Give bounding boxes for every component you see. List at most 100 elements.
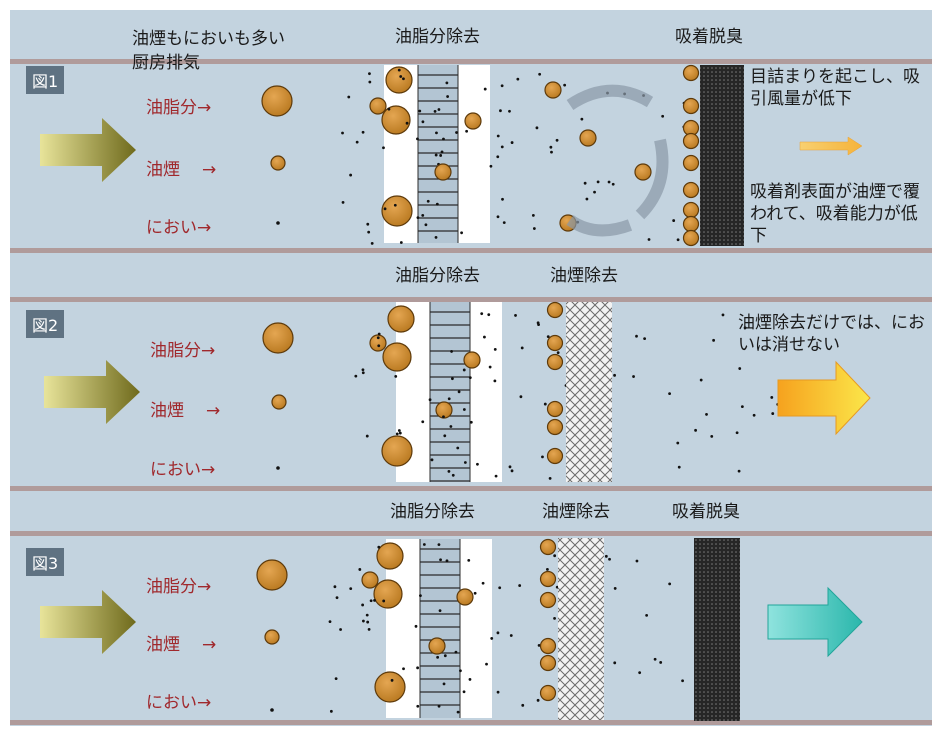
fig1-odor-particle xyxy=(368,72,371,76)
fig2-odor-particle xyxy=(395,432,399,436)
fig1-grease-filter-particle xyxy=(442,137,445,141)
fig3-passing-droplet xyxy=(456,588,474,606)
fig2-inflow-arrow xyxy=(44,360,140,424)
fig2-odor-particle xyxy=(508,465,512,469)
fig3-grease-filter-particle xyxy=(436,655,440,659)
fig2-odor-particle xyxy=(632,375,635,378)
fig1-odor-particle xyxy=(538,72,542,76)
fig2-odor-particle xyxy=(354,374,358,378)
fig3-trapped-droplet xyxy=(361,571,379,589)
fig2-duct-bottom-wall xyxy=(10,486,932,491)
fig2-odor-particle xyxy=(668,392,671,396)
fig2-odor-particle xyxy=(361,371,365,375)
fig1-clog-droplet xyxy=(682,215,700,233)
fig1-adsorb-label: 吸着脱臭 xyxy=(675,27,743,47)
fig1-badge: 図1 xyxy=(26,66,65,94)
fig2-odor-particle xyxy=(365,434,369,438)
fig1-fat-droplet xyxy=(261,85,293,117)
fig3-odor-particle xyxy=(361,603,365,607)
fig2-odor-particle xyxy=(447,397,451,401)
fig3-odor-particle xyxy=(333,585,337,589)
fig3-odor-particle xyxy=(498,586,502,590)
fig3-odor-particle xyxy=(369,599,373,603)
fig1-odor-particle xyxy=(531,213,535,217)
fig1-duct-top-wall xyxy=(10,59,932,64)
fig1-backflow-arc-bottom xyxy=(566,214,633,237)
fig1-odor-particle xyxy=(496,215,500,219)
fig2-clog-droplet xyxy=(546,418,564,436)
fig1-odor-particle xyxy=(435,131,438,135)
fig1-odor-particle xyxy=(361,130,365,134)
fig1-odor-particle xyxy=(382,146,385,150)
fig3-odor-particle xyxy=(416,666,420,670)
fig2-odor-particle xyxy=(488,365,492,369)
fig1-odor-particle xyxy=(402,77,405,81)
fig1-drifting-droplet xyxy=(634,163,652,181)
fig3-odor-particle xyxy=(485,662,488,666)
fig3-grease-filter-particle xyxy=(414,624,418,628)
fig1-trapped-droplet xyxy=(385,66,413,94)
fig3-odor-particle xyxy=(608,557,611,561)
fig3-odor-particle xyxy=(367,627,371,631)
fig2-odor-particle xyxy=(705,413,708,416)
fig3-odor-particle xyxy=(604,554,608,558)
fig3-odor-particle xyxy=(365,613,369,617)
fig1-odor-particle xyxy=(349,173,353,177)
fig2-grease-filter-particle xyxy=(468,376,472,380)
fig1-note-adsorb: 吸着剤表面が油煙で覆われて、吸着能力が低下 xyxy=(750,182,920,246)
fig1-grease-filter-particle xyxy=(445,81,449,85)
fig3-trapped-droplet xyxy=(376,542,404,570)
fig1-clog-droplet xyxy=(682,64,700,82)
fig2-odor-particle xyxy=(276,466,280,470)
fig1-grease-filter-baffle xyxy=(418,65,458,243)
fig3-odor-particle xyxy=(481,581,485,585)
fig3-smoke-droplet xyxy=(264,629,280,645)
fig3-adsorb-filter xyxy=(694,538,740,721)
fig1-odor-particle xyxy=(661,114,665,118)
fig2-trapped-droplet xyxy=(381,435,413,467)
fig2-odor-particle xyxy=(694,428,697,432)
fig2-trapped-droplet xyxy=(387,305,415,333)
fig3-odor-label: におい→ xyxy=(146,693,212,713)
fig2-grease-filter-baffle xyxy=(430,302,470,482)
fig3-odor-particle xyxy=(509,634,513,637)
fig2-odor-particle xyxy=(397,429,401,432)
fig2-odor-particle xyxy=(752,413,756,417)
fig2-odor-particle xyxy=(738,367,742,370)
fig2-odor-particle xyxy=(735,431,739,435)
fig3-outflow-arrow xyxy=(767,586,863,658)
fig3-smoke-label: 油煙除去 xyxy=(542,502,610,522)
fig2-odor-particle xyxy=(635,334,638,338)
fig3-odor-particle xyxy=(438,609,442,613)
fig2-odor-particle xyxy=(721,313,725,317)
fig2-odor-particle xyxy=(677,465,681,469)
fig2-odor-particle xyxy=(428,398,432,402)
fig1-smoke-label: 油煙→ xyxy=(146,160,217,180)
fig2-fat-label: 油脂分→ xyxy=(150,341,216,361)
fig3-odor-particle xyxy=(468,678,472,681)
fig3-odor-particle xyxy=(659,661,663,664)
fig2-odor-particle xyxy=(537,323,540,327)
fig1-odor-particle xyxy=(455,131,458,134)
fig1-trapped-droplet xyxy=(381,195,413,227)
fig2-clog-droplet xyxy=(546,301,564,319)
fig1-odor-particle xyxy=(501,197,504,201)
fig1-trapped-droplet xyxy=(381,105,411,135)
fig1-odor-particle xyxy=(460,231,464,235)
fig1-odor-particle xyxy=(607,180,611,184)
fig1-smoke-droplet xyxy=(270,155,286,171)
fig1-grease-filter-particle xyxy=(437,108,441,111)
fig2-odor-particle xyxy=(361,368,365,372)
fig3-adsorb-label: 吸着脱臭 xyxy=(672,502,740,522)
fig1-odor-particle xyxy=(355,140,359,144)
fig1-odor-particle xyxy=(496,155,500,159)
fig3-grease-filter-particle xyxy=(422,543,426,546)
fig3-duct-top-wall xyxy=(10,531,932,536)
fig1-grease-filter-particle xyxy=(440,150,444,154)
fig2-clog-droplet xyxy=(546,334,564,352)
fig1-odor-particle xyxy=(341,200,345,204)
fig1-outflow-arrow xyxy=(799,136,863,156)
fig3-odor-particle xyxy=(377,545,381,549)
fig1-odor-particle xyxy=(424,223,428,227)
fig1-odor-particle xyxy=(433,110,437,113)
